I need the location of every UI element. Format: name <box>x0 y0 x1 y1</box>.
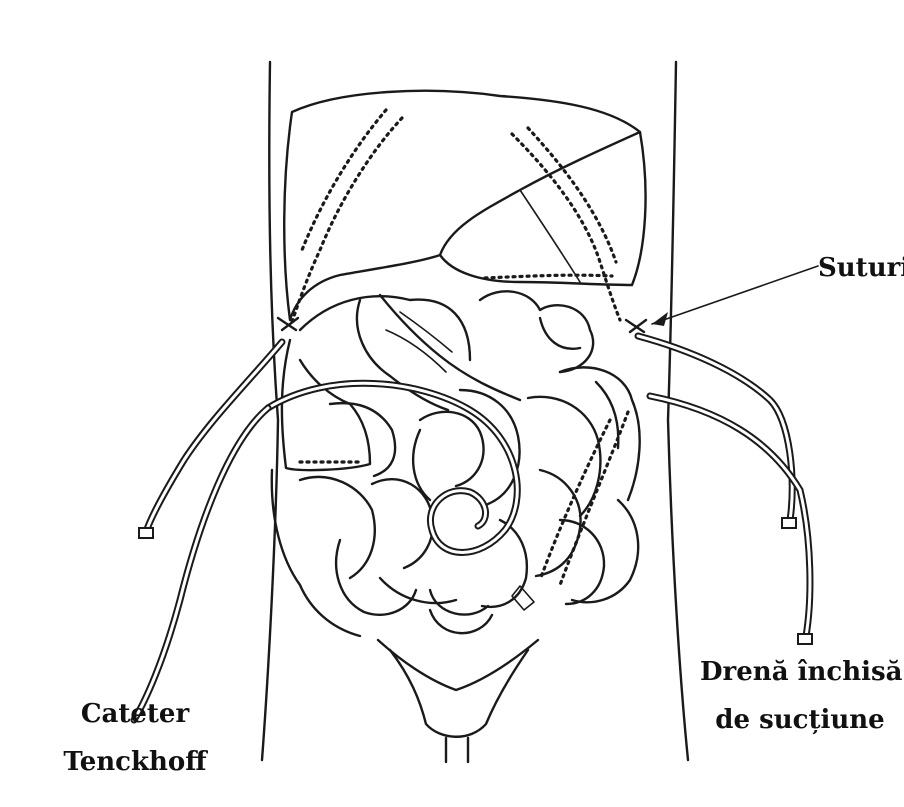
drain-label-line1: Drenă închisă <box>700 654 900 690</box>
intestines <box>272 291 640 636</box>
right-drains <box>638 336 812 644</box>
catheter-label-line2: Tenckhoff <box>40 744 230 780</box>
tenckhoff-catheter <box>134 383 517 720</box>
sutures-label: Suturi <box>818 250 904 286</box>
drain-label-line2: de sucțiune <box>700 702 900 738</box>
sutures-pointer <box>652 266 818 326</box>
catheter-label-line1: Cateter <box>40 696 230 732</box>
liver <box>284 91 645 320</box>
bladder <box>378 586 538 762</box>
